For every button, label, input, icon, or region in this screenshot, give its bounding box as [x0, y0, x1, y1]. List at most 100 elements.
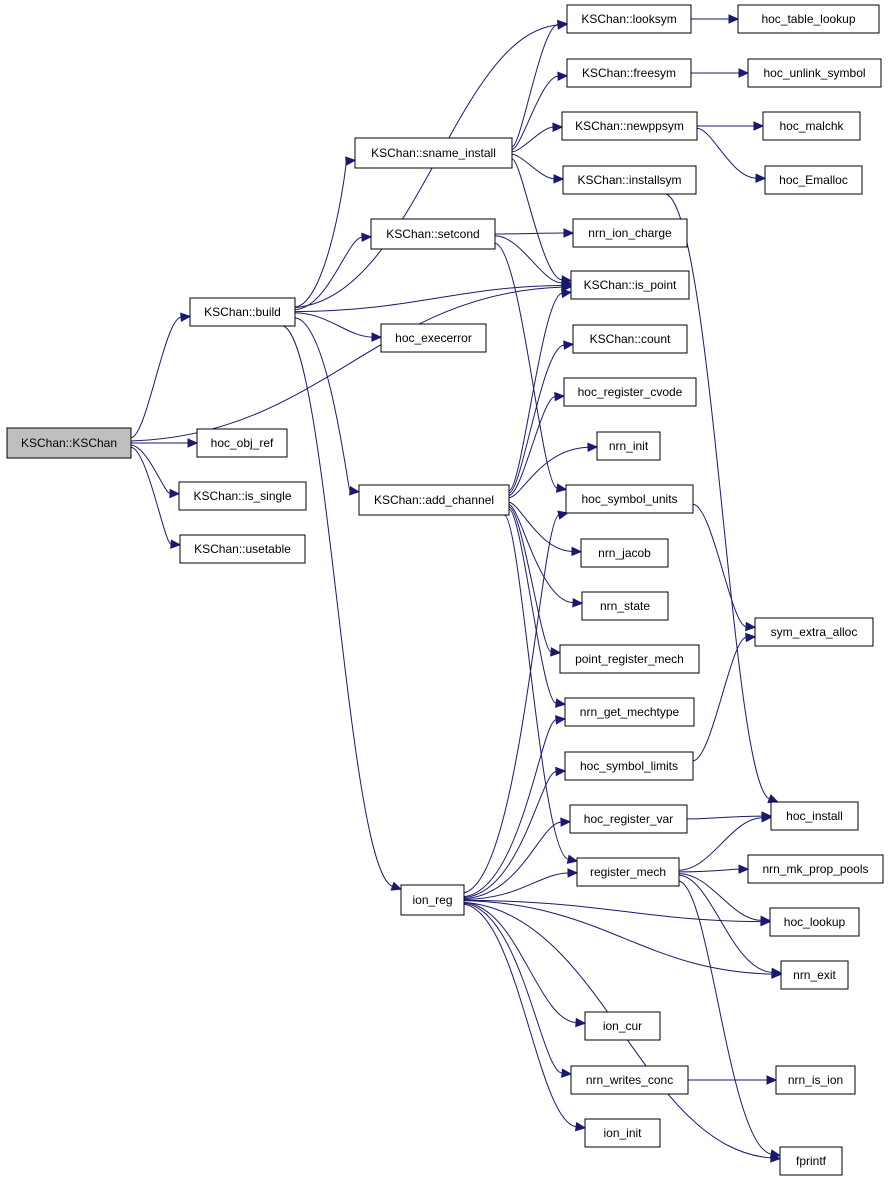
node-table_lookup[interactable]: hoc_table_lookup: [737, 4, 880, 34]
arrowhead: [371, 332, 383, 342]
node-box: [764, 165, 863, 195]
node-hoc_lookup[interactable]: hoc_lookup: [769, 907, 860, 937]
node-box: [370, 218, 496, 250]
edge-line: [508, 396, 556, 496]
node-add_channel[interactable]: KSChan::add_channel: [358, 484, 510, 516]
node-build[interactable]: KSChan::build: [189, 297, 296, 327]
edge-line: [508, 501, 573, 552]
node-unlink_symbol[interactable]: hoc_unlink_symbol: [747, 58, 882, 88]
node-looksym[interactable]: KSChan::looksym: [566, 4, 692, 34]
node-label: ion_init: [603, 1126, 642, 1140]
node-is_single[interactable]: KSChan::is_single: [178, 481, 307, 511]
node-label: point_register_mech: [575, 652, 684, 666]
node-nrn_state[interactable]: nrn_state: [581, 591, 669, 621]
arrowhead: [349, 486, 361, 496]
arrowhead: [361, 232, 373, 243]
arrowhead: [753, 121, 765, 131]
edge-ion_reg-to-sym_units: [463, 510, 569, 894]
node-label: hoc_table_lookup: [761, 12, 855, 26]
edge-add_channel-to-nrn_jacob: [508, 501, 583, 557]
edge-add_channel-to-nrn_state: [508, 504, 584, 608]
node-reg_mech[interactable]: register_mech: [576, 857, 680, 887]
node-box: [189, 297, 296, 327]
node-reg_cvode[interactable]: hoc_register_cvode: [563, 377, 697, 407]
node-installsym[interactable]: KSChan::installsym: [562, 165, 697, 195]
node-sym_extra[interactable]: sym_extra_alloc: [754, 617, 874, 647]
node-label: nrn_init: [609, 439, 649, 453]
edge-line: [463, 771, 557, 899]
node-prop_pools[interactable]: nrn_mk_prop_pools: [747, 854, 884, 884]
node-label: nrn_get_mechtype: [580, 705, 680, 719]
node-obj_ref[interactable]: hoc_obj_ref: [196, 428, 288, 458]
edge-newppsym-to-malchk: [697, 121, 765, 131]
arrowhead: [169, 488, 181, 499]
edge-line: [504, 514, 569, 860]
arrowhead: [574, 1121, 587, 1132]
node-nrn_jacob[interactable]: nrn_jacob: [580, 538, 669, 568]
edge-sname_install-to-installsym: [511, 153, 565, 184]
edge-ion_reg-to-writes_conc: [463, 902, 573, 1078]
node-is_ion[interactable]: nrn_is_ion: [775, 1065, 856, 1095]
edge-line: [463, 719, 557, 898]
edge-sname_install-to-is_point: [511, 158, 573, 285]
node-sname_install[interactable]: KSChan::sname_install: [354, 137, 513, 169]
node-malchk[interactable]: hoc_malchk: [762, 111, 861, 141]
node-reg_var[interactable]: hoc_register_var: [569, 804, 688, 834]
edge-line: [508, 508, 557, 704]
node-writes_conc[interactable]: nrn_writes_conc: [570, 1065, 689, 1095]
edge-build-to-setcond: [294, 232, 373, 311]
edge-line: [508, 504, 574, 604]
edge-sname_install-to-newppsym: [511, 122, 564, 153]
node-is_point[interactable]: KSChan::is_point: [570, 270, 690, 300]
edge-line: [678, 817, 763, 871]
node-ion_charge[interactable]: nrn_ion_charge: [572, 218, 688, 248]
node-sym_units[interactable]: hoc_symbol_units: [565, 484, 694, 514]
node-freesym[interactable]: KSChan::freesym: [566, 58, 692, 88]
node-newppsym[interactable]: KSChan::newppsym: [561, 111, 698, 141]
edge-root-to-build: [130, 312, 192, 439]
node-point_reg[interactable]: point_register_mech: [559, 644, 700, 674]
node-ion_reg[interactable]: ion_reg: [400, 884, 465, 916]
node-execerror[interactable]: hoc_execerror: [380, 323, 487, 353]
edge-line: [511, 158, 563, 281]
node-box: [580, 538, 669, 568]
node-fprintf[interactable]: fprintf: [779, 1146, 843, 1176]
node-label: KSChan::is_point: [584, 278, 677, 292]
arrowhead: [769, 1149, 782, 1159]
node-ion_cur[interactable]: ion_cur: [584, 1011, 661, 1041]
node-box: [564, 697, 695, 727]
node-label: nrn_writes_conc: [586, 1073, 673, 1087]
edge-writes_conc-to-is_ion: [688, 1075, 778, 1085]
node-hoc_install[interactable]: hoc_install: [770, 801, 859, 831]
node-box: [358, 484, 510, 516]
node-box: [572, 324, 688, 354]
node-box: [564, 751, 694, 781]
edge-line: [678, 873, 762, 921]
edge-build-to-add_channel: [294, 317, 361, 496]
edge-line: [463, 902, 563, 1074]
arrowhead: [170, 539, 182, 549]
node-nrn_init[interactable]: nrn_init: [596, 431, 661, 461]
edge-ion_reg-to-ion_init: [463, 903, 587, 1132]
arrowhead: [575, 1017, 587, 1028]
arrowhead: [572, 598, 584, 608]
node-usetable[interactable]: KSChan::usetable: [179, 534, 306, 564]
arrowhead: [745, 632, 757, 643]
node-ion_init[interactable]: ion_init: [584, 1118, 661, 1148]
arrowhead: [557, 71, 569, 82]
node-root[interactable]: KSChan::KSChan: [6, 427, 132, 459]
node-setcond[interactable]: KSChan::setcond: [370, 218, 496, 250]
node-emalloc[interactable]: hoc_Emalloc: [764, 165, 863, 195]
node-box: [566, 4, 692, 34]
arrowhead: [738, 68, 750, 78]
node-get_mechtype[interactable]: nrn_get_mechtype: [564, 697, 695, 727]
node-label: hoc_symbol_units: [581, 492, 677, 506]
node-nrn_exit[interactable]: nrn_exit: [780, 960, 849, 990]
node-sym_limits[interactable]: hoc_symbol_limits: [564, 751, 694, 781]
edge-add_channel-to-is_point: [508, 288, 573, 492]
arrowhead: [760, 915, 772, 926]
node-count[interactable]: KSChan::count: [572, 324, 688, 354]
edge-line: [678, 880, 772, 1155]
node-box: [178, 481, 307, 511]
